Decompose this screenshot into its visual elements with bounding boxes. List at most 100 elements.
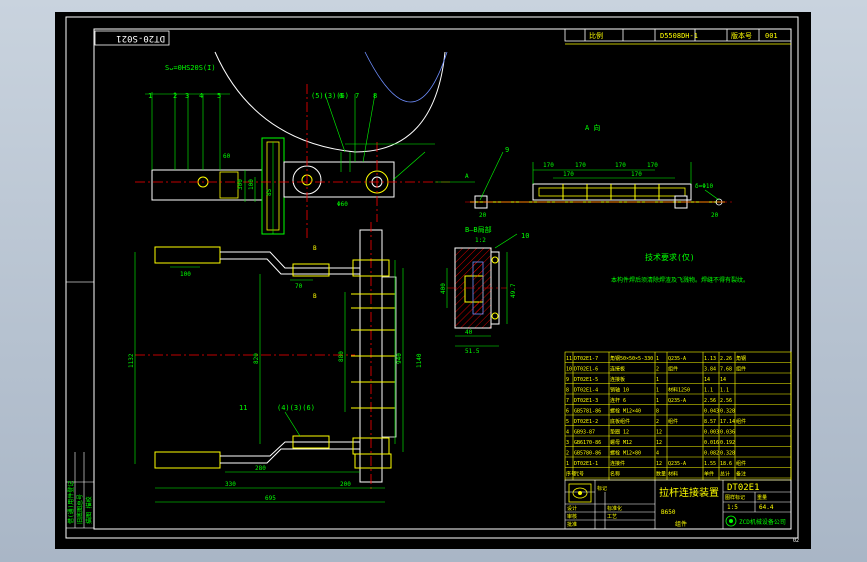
bom-cell: 螺母 M12 xyxy=(610,439,632,446)
section-label: B—B局部 xyxy=(465,225,492,234)
cad-drawing[interactable]: DT20-S021 比例 D5508DH-1 版本号 001 借(通)用件登记 … xyxy=(55,12,811,549)
bom-cell: 17.14 xyxy=(720,419,735,425)
bom-cell: 8 xyxy=(566,388,569,394)
bom-header-cell: 名称 xyxy=(610,471,620,478)
upper-arm-clamp xyxy=(154,246,221,264)
dim-top-100: 100 xyxy=(248,179,255,190)
bom-cell: Q235-A xyxy=(668,461,686,467)
lower-arm-bar xyxy=(220,441,360,464)
left-row-8: 批准 xyxy=(567,521,577,528)
bom-cell: DT02E1-7 xyxy=(574,356,598,362)
bom-cell: 12 xyxy=(656,440,662,446)
bom-cell: 18.6 xyxy=(720,461,732,467)
left-stamp-block xyxy=(65,281,95,529)
plate-note: δ=Φ10 xyxy=(695,183,713,190)
bom-cell: 0.082 xyxy=(704,451,719,457)
bom-cell: 0.016 xyxy=(704,440,719,446)
bom-cell: 12 xyxy=(656,461,662,467)
part-label-10: 10 xyxy=(521,232,529,240)
dim-plan-820: 820 xyxy=(253,353,260,364)
bom-cell: 12 xyxy=(656,430,662,436)
dim-a-20-left: 20 xyxy=(479,212,487,219)
dim-top-300: 300 xyxy=(237,179,244,190)
bom-cell: 组件 xyxy=(736,366,746,373)
part-label-2: 2 xyxy=(173,92,177,100)
bom-cell: 0.328 xyxy=(720,409,735,415)
bom-cell: 1 xyxy=(656,377,659,383)
bom-cell: 角钢 xyxy=(736,355,746,362)
bom-cell: 1.55 xyxy=(704,461,716,467)
bom-cell: 2 xyxy=(656,419,659,425)
pipe-right xyxy=(381,276,397,438)
tech-req-title: 技术要求(仅) xyxy=(645,252,695,262)
dim-section-51-5: 51.5 xyxy=(465,348,480,355)
bom-cell: 1.13 xyxy=(704,356,716,362)
bom-cell: 螺栓 M12×40 xyxy=(610,408,641,415)
bom-header-cell: 总计 xyxy=(720,471,730,478)
part-label-5: 5 xyxy=(217,92,221,100)
bom-header-cell: 备注 xyxy=(736,471,746,478)
bom-cell: 6 xyxy=(566,409,569,415)
lower-arm-clip xyxy=(292,435,330,449)
bom-cell: 连接件 xyxy=(610,460,625,467)
left-row-6: 审核 xyxy=(567,513,577,520)
bom-cell: 1 xyxy=(656,356,659,362)
bom-cell: DT02E1-3 xyxy=(574,398,598,404)
bom-cell: 角钢50×50×5-330 xyxy=(610,355,653,362)
title-sub-left: B650 xyxy=(661,509,676,516)
dim-a-170-6: 170 xyxy=(631,171,642,178)
view-a-frame xyxy=(532,183,692,201)
bom-cell: 0.036 xyxy=(720,430,735,436)
bom-cell: DT02E1-5 xyxy=(574,377,598,383)
company-logo-icon xyxy=(725,515,737,527)
view-a-dim-lines xyxy=(479,151,720,201)
bom-cell: 0.043 xyxy=(704,409,719,415)
bom-cell: DT02E1-6 xyxy=(574,367,598,373)
bom-header-cell: 单件 xyxy=(704,471,714,478)
dim-section-400: 400 xyxy=(440,283,447,294)
bom-cell: 连接板 xyxy=(610,366,625,373)
bom-cell: GB5780-86 xyxy=(574,451,601,457)
top-dim-lines xyxy=(145,92,475,234)
bom-cell: 7.68 xyxy=(720,367,732,373)
scale-note: Sᴗ=0HS20S(I) xyxy=(165,64,216,72)
section-scale: 1:2 xyxy=(475,237,486,244)
bom-cell: 1.1 xyxy=(720,388,729,394)
bom-cell: 3.84 xyxy=(704,367,716,373)
bom-cell: 2 xyxy=(656,367,659,373)
section-bolt-top xyxy=(491,256,499,264)
outer-border xyxy=(65,16,799,539)
bom-cell: 4 xyxy=(656,451,659,457)
part-label-4: 4 xyxy=(199,92,203,100)
dim-a-170-1: 170 xyxy=(543,162,554,169)
bom-header-cell: 序号 xyxy=(566,471,576,478)
bom-cell: 3 xyxy=(566,440,569,446)
dim-top-85: 85 xyxy=(266,188,273,196)
dim-section-49-7: 49.7 xyxy=(510,283,517,298)
title-code: DT02E1 xyxy=(727,483,760,493)
top-titlebar-1: 比例 xyxy=(589,31,603,40)
scale-row-0: 图样标记 xyxy=(725,494,745,501)
dim-plan-940: 940 xyxy=(396,353,403,364)
tech-req-text: 本构件焊后须清除焊渣及飞溅物。焊缝不得有裂纹。 xyxy=(611,276,749,284)
dim-plan-70: 70 xyxy=(295,283,303,290)
mark-a-top: A xyxy=(465,173,469,180)
mark-b-lower: B xyxy=(313,293,317,300)
upper-arm-bar xyxy=(220,251,360,275)
bom-cell: 连接板 xyxy=(610,376,625,383)
bom-cell: GB5781-86 xyxy=(574,409,601,415)
bom-cell: 1.1 xyxy=(704,388,713,394)
lower-pipe-foot xyxy=(354,453,392,469)
bom-cell: 2.26 xyxy=(720,356,732,362)
part-thumbnail-icon xyxy=(568,483,592,503)
company-name: ZCD机械设备公司 xyxy=(739,518,786,526)
left-stamp-1: 借(通)用件登记 xyxy=(67,481,75,524)
bom-cell: 1 xyxy=(566,461,569,467)
part-label-11: 11 xyxy=(239,404,247,412)
bom-cell: 底板组件 xyxy=(610,418,630,425)
bom-cell: 0.328 xyxy=(720,451,735,457)
bom-cell: DT02E1-1 xyxy=(574,461,598,467)
bom-cell: 组件 xyxy=(736,460,746,467)
